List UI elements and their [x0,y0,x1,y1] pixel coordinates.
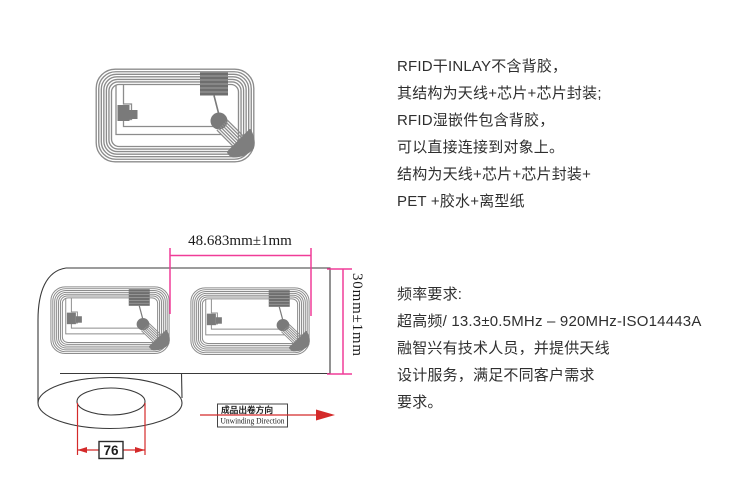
pitch-dimension-label: 48.683mm±1mm [188,233,292,249]
description-line: RFID干INLAY不含背胶， [397,58,568,75]
unwinding-arrow-icon [316,409,335,421]
frequency-line: 频率要求: [397,286,463,303]
unwinding-direction-callout: 成品出卷方向 Unwinding Direction [200,403,335,428]
unwinding-label-cn: 成品出卷方向 [221,405,273,415]
frequency-line: 要求。 [397,394,443,411]
description-line: RFID湿嵌件包含背胶， [397,112,555,129]
unwinding-label-en: Unwinding Direction [221,416,286,426]
tag-on-roll-1 [50,286,170,355]
label-roll [37,267,331,430]
frequency-line: 融智兴有技术人员，并提供天线 [397,340,610,357]
strip-outline [60,267,331,375]
tag-on-roll-2 [190,287,310,356]
core-dimension: 76 [76,403,146,460]
frequency-line: 设计服务，满足不同客户需求 [397,367,595,384]
description-line: 可以直接连接到对象上。 [397,139,565,156]
description-line: 结构为天线+芯片+芯片封装+ [397,166,592,183]
web-width-dimension-label: 30mm±1mm [349,273,365,357]
inlay-description-block: RFID干INLAY不含背胶， 其结构为天线+芯片+芯片封装; RFID湿嵌件包… [397,53,602,215]
pitch-dimension [169,248,312,316]
web-width-dimension [327,268,352,375]
description-line: PET +胶水+离型纸 [397,193,525,210]
roll-left-curve [37,267,67,403]
description-line: 其结构为天线+芯片+芯片封装; [397,85,602,102]
frequency-line: 超高频/ 13.3±0.5MHz – 920MHz-ISO14443A [397,313,702,330]
core-dimension-label: 76 [103,443,119,458]
rfid-inlay-antenna [95,68,255,163]
roll-outer-ellipse [37,376,183,430]
roll-right-edge [180,373,183,399]
frequency-requirements-block: 频率要求: 超高频/ 13.3±0.5MHz – 920MHz-ISO14443… [397,281,702,416]
roll-core-ellipse [76,387,146,416]
